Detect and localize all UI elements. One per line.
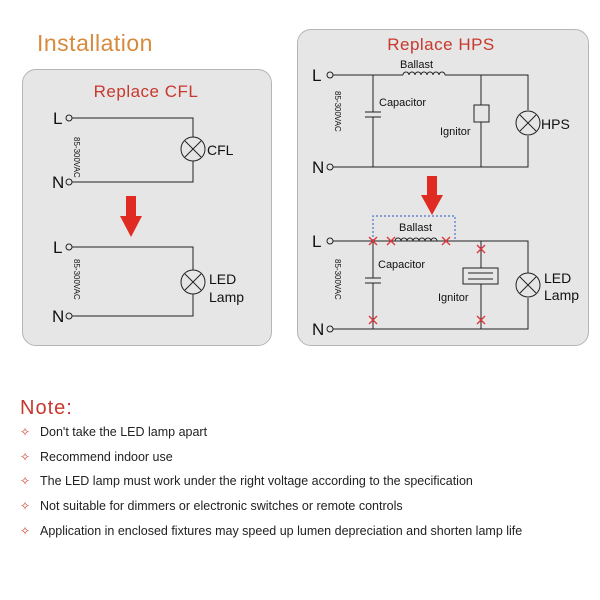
cfl-voltage-label: 85-300VAC	[72, 137, 81, 178]
installation-title: Installation	[37, 30, 153, 56]
hps-ballast-label: Ballast	[400, 59, 433, 71]
cfl-led-circuit: L N 85-300VAC LED Lamp	[52, 238, 244, 326]
hps-led-lamp-label-1: LED	[544, 270, 571, 286]
hps-bypass-wire	[372, 215, 456, 241]
hps-led-ballast-label: Ballast	[399, 222, 432, 234]
hps-line-wire-b	[445, 74, 529, 110]
sparkle-icon: ✧	[20, 425, 31, 440]
led-line-label: L	[53, 238, 62, 257]
cfl-circuit: L N 85-300VAC CFL	[52, 109, 234, 192]
led-line-wire	[72, 246, 194, 270]
hps-lamp-icon	[515, 110, 541, 136]
hps-led-ignitor-label: Ignitor	[438, 292, 469, 304]
hps-led-neutral-terminal	[326, 325, 334, 333]
led-line-terminal	[65, 243, 73, 251]
note-item: ✧ Application in enclosed fixtures may sp…	[20, 518, 590, 543]
sparkle-icon: ✧	[20, 499, 31, 514]
hps-led-ballast-coil	[394, 237, 438, 242]
note-text: Application in enclosed fixtures may spe…	[40, 523, 523, 538]
hps-led-capacitor-label: Capacitor	[378, 259, 425, 271]
hps-led-neutral-label: N	[312, 320, 324, 339]
hps-neutral-wire	[333, 136, 529, 168]
sparkle-icon: ✧	[20, 474, 31, 489]
cut-mark-icon	[441, 236, 451, 246]
led-neutral-terminal	[65, 312, 73, 320]
hps-led-lamp-label-2: Lamp	[544, 287, 579, 303]
cfl-lamp-icon	[180, 136, 206, 162]
cfl-line-label: L	[53, 109, 62, 128]
note-item: ✧ Don't take the LED lamp apart	[20, 420, 590, 445]
note-list: ✧ Don't take the LED lamp apart ✧ Recommen…	[20, 420, 590, 543]
hps-ballast-coil	[402, 71, 446, 76]
led-voltage-label: 85-300VAC	[72, 259, 81, 300]
hps-led-lamp-icon	[515, 272, 541, 298]
sparkle-icon: ✧	[20, 449, 31, 464]
replace-cfl-panel	[22, 69, 272, 346]
cut-mark-icon	[476, 315, 486, 325]
cut-mark-icon	[476, 244, 486, 254]
hps-led-line-terminal	[326, 237, 334, 245]
led-lamp-label-2: Lamp	[209, 289, 244, 305]
hps-ignitor-box	[473, 104, 490, 123]
cut-mark-icon	[386, 236, 396, 246]
hps-line-label: L	[312, 66, 321, 85]
wiring-diagram: .w { stroke: #222; stroke-width: 1; fill…	[52, 35, 579, 339]
hps-circuit: L N 85-300VAC Ballast Capacitor Ignitor …	[312, 59, 570, 177]
hps-capacitor-label: Capacitor	[379, 97, 426, 109]
hps-neutral-terminal	[326, 163, 334, 171]
led-neutral-label: N	[52, 307, 64, 326]
hps-led-voltage-label: 85-300VAC	[333, 259, 342, 300]
note-text: Don't take the LED lamp apart	[40, 425, 208, 440]
cfl-line-terminal	[65, 114, 73, 122]
cfl-neutral-label: N	[52, 173, 64, 192]
note-text: Recommend indoor use	[40, 449, 173, 464]
cut-mark-icon	[368, 315, 378, 325]
note-title: Note:	[20, 397, 73, 419]
hps-line-terminal	[326, 71, 334, 79]
hps-lamp-label: HPS	[541, 116, 570, 132]
hps-led-neutral-wire	[333, 298, 529, 330]
cut-mark-icon	[368, 236, 378, 246]
cfl-neutral-terminal	[65, 178, 73, 186]
hps-panel-title: Replace HPS	[387, 35, 495, 54]
hps-led-line-label: L	[312, 232, 321, 251]
hps-down-arrow-icon	[421, 176, 443, 215]
hps-led-circuit: L N 85-300VAC Ballast Capacitor Ignitor …	[312, 215, 579, 339]
led-lamp-icon	[180, 269, 206, 295]
note-item: ✧ Not suitable for dimmers or electronic …	[20, 494, 590, 519]
hps-neutral-label: N	[312, 158, 324, 177]
hps-voltage-label: 85-300VAC	[333, 91, 342, 132]
note-text: Not suitable for dimmers or electronic s…	[40, 499, 403, 514]
replace-hps-panel	[297, 29, 589, 346]
led-lamp-label-1: LED	[209, 271, 236, 287]
note-item: ✧ The LED lamp must work under the right …	[20, 469, 590, 494]
cfl-neutral-wire	[72, 161, 194, 183]
cfl-lamp-label: CFL	[207, 142, 234, 158]
hps-led-ignitor-box	[462, 267, 499, 285]
hps-led-line-wire	[333, 240, 529, 273]
note-text: The LED lamp must work under the right v…	[40, 474, 473, 489]
hps-ignitor-label: Ignitor	[440, 126, 471, 138]
led-neutral-wire	[72, 294, 194, 317]
cfl-line-wire	[72, 117, 194, 137]
sparkle-icon: ✧	[20, 523, 31, 538]
note-item: ✧ Recommend indoor use	[20, 445, 590, 470]
cfl-down-arrow-icon	[120, 196, 142, 237]
cfl-panel-title: Replace CFL	[94, 82, 199, 101]
